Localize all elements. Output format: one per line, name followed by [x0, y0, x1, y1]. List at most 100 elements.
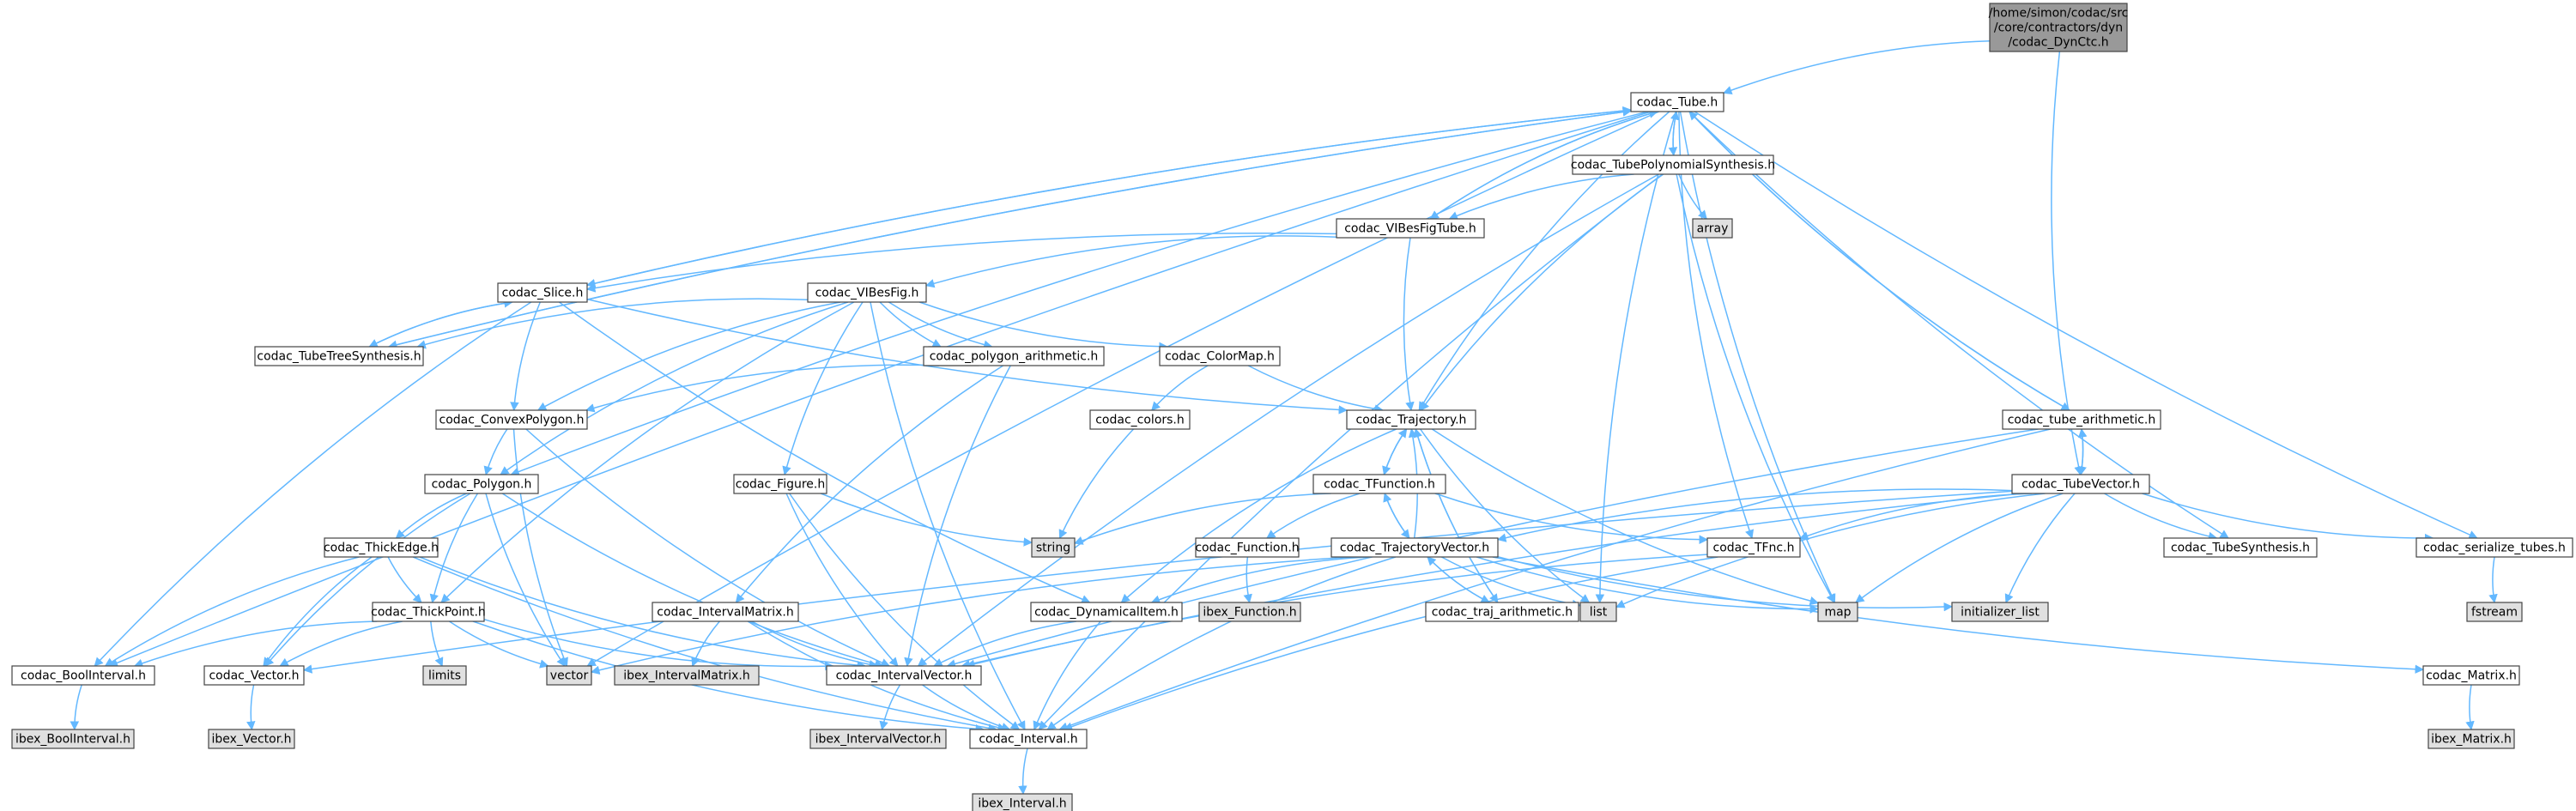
edge-polyarith-to-intervalvector: [904, 365, 1011, 668]
node-label-ibexfunction: ibex_Function.h: [1203, 606, 1296, 620]
node-thickpoint[interactable]: codac_ThickPoint.h: [371, 602, 486, 622]
node-boolinterval[interactable]: codac_BoolInterval.h: [11, 665, 155, 686]
node-box-array: [1692, 218, 1733, 239]
edge-tube-to-polygon: [510, 111, 1648, 476]
node-box-vectorh: [203, 665, 305, 686]
node-label-tfunction: codac_TFunction.h: [1324, 478, 1435, 492]
node-dynitem[interactable]: codac_DynamicalItem.h: [1030, 602, 1183, 622]
node-box-list: [1579, 602, 1617, 622]
edge-thickedge-to-vectorh: [263, 556, 373, 667]
node-traj[interactable]: codac_Trajectory.h: [1346, 409, 1476, 430]
node-slice[interactable]: codac_Slice.h: [497, 282, 588, 303]
edge-traj-to-list: [1420, 428, 1591, 603]
edge-vibesfig-to-vibes: [879, 301, 942, 348]
node-colors[interactable]: codac_colors.h: [1089, 409, 1191, 430]
node-tube[interactable]: codac_Tube.h: [1630, 92, 1724, 112]
node-polygon[interactable]: codac_Polygon.h: [424, 474, 539, 494]
node-label-thickedge: codac_ThickEdge.h: [324, 542, 439, 555]
node-box-ibexintervalmatrix: [614, 665, 760, 686]
node-label-intervalvector: codac_IntervalVector.h: [836, 669, 973, 683]
node-box-colors: [1089, 409, 1191, 430]
node-string: string: [1031, 537, 1076, 558]
node-figure[interactable]: codac_Figure.h: [733, 474, 827, 494]
node-serialize[interactable]: codac_serialize_tubes.h: [2415, 537, 2573, 558]
edge-slice-to-dynitem: [558, 301, 1091, 604]
node-label-tubepoly: codac_TubePolynomialSynthesis.h: [1571, 159, 1775, 172]
edge-tube-to-serialize: [1694, 111, 2478, 539]
edge-convex-to-vector: [512, 428, 568, 667]
node-vectorh[interactable]: codac_Vector.h: [203, 665, 305, 686]
edge-polygon-to-vectorh: [264, 493, 471, 667]
node-intervalmatrix[interactable]: codac_IntervalMatrix.h: [652, 602, 799, 622]
edge-thickpoint-to-boolinterval: [133, 620, 378, 668]
node-box-function: [1195, 537, 1300, 558]
node-ibexvector: ibex_Vector.h: [208, 729, 295, 749]
edge-intervalmatrix-to-ibexintervalmatrix: [691, 620, 720, 667]
edge-vibesfig-to-convex: [536, 301, 841, 411]
node-tubesynth[interactable]: codac_TubeSynthesis.h: [2163, 537, 2318, 558]
node-ibexmatrix: ibex_Matrix.h: [2428, 729, 2515, 749]
edge-thickedge-to-intervalvector: [419, 556, 867, 670]
node-tubetree[interactable]: codac_TubeTreeSynthesis.h: [254, 346, 424, 366]
node-tubevector[interactable]: codac_TubeVector.h: [2011, 474, 2150, 494]
node-trajvec[interactable]: codac_TrajectoryVector.h: [1330, 537, 1499, 558]
edge-serialize-to-fstream: [2488, 556, 2498, 604]
edge-trajvec-to-tfunction: [1383, 493, 1410, 539]
edge-vibesfig-to-interval: [870, 301, 1026, 730]
node-label-root: /home/simon/codac/src: [1989, 7, 2129, 21]
node-label-vibesfigtube: codac_VIBesFigTube.h: [1344, 222, 1476, 236]
node-box-tube: [1630, 92, 1724, 112]
node-interval[interactable]: codac_Interval.h: [969, 729, 1088, 749]
node-ibexintervalvector: ibex_IntervalVector.h: [809, 729, 947, 749]
edge-function-to-ibexfunction: [1243, 556, 1252, 604]
edge-tubevector-to-tubesynth: [2104, 493, 2218, 542]
edge-figure-to-interval: [789, 493, 1021, 730]
node-label-convex: codac_ConvexPolygon.h: [439, 414, 585, 427]
node-box-intervalmatrix: [652, 602, 799, 622]
node-label-tubetree: codac_TubeTreeSynthesis.h: [257, 350, 421, 364]
node-thickedge[interactable]: codac_ThickEdge.h: [324, 537, 439, 558]
edge-tubetree-to-slice: [368, 299, 513, 348]
node-label-string: string: [1036, 542, 1070, 555]
node-function[interactable]: codac_Function.h: [1195, 537, 1300, 558]
node-label-tubesynth: codac_TubeSynthesis.h: [2171, 542, 2310, 555]
node-tubepoly[interactable]: codac_TubePolynomialSynthesis.h: [1571, 154, 1775, 175]
node-tubearith[interactable]: codac_tube_arithmetic.h: [2002, 409, 2161, 430]
node-label-vibesfig: codac_VIBesFig.h: [815, 287, 919, 300]
node-box-tubesynth: [2163, 537, 2318, 558]
node-root[interactable]: /home/simon/codac/src/core/contractors/d…: [1989, 3, 2129, 52]
node-polyarith[interactable]: codac_polygon_arithmetic.h: [923, 346, 1105, 366]
node-array: array: [1692, 218, 1733, 239]
node-matrix[interactable]: codac_Matrix.h: [2422, 665, 2520, 686]
node-convex[interactable]: codac_ConvexPolygon.h: [435, 409, 588, 430]
node-tfnc[interactable]: codac_TFnc.h: [1706, 537, 1801, 558]
edge-trajarith-to-traj: [1413, 427, 1499, 603]
node-box-vector: [546, 665, 592, 686]
edge-colormap-to-traj: [1247, 365, 1384, 414]
node-trajarith[interactable]: codac_traj_arithmetic.h: [1425, 602, 1579, 622]
edge-thickpoint-to-limits: [430, 620, 444, 667]
edge-polygon-to-vector: [485, 493, 566, 667]
node-tfunction[interactable]: codac_TFunction.h: [1312, 474, 1446, 494]
node-vibesfig[interactable]: codac_VIBesFig.h: [807, 282, 927, 303]
edge-root-to-tube: [1723, 39, 1991, 95]
node-label-matrix: codac_Matrix.h: [2426, 669, 2517, 683]
node-box-thickedge: [324, 537, 439, 558]
node-label-tfnc: codac_TFnc.h: [1713, 542, 1795, 555]
node-box-trajarith: [1425, 602, 1579, 622]
edge-dynitem-to-intervalvector: [933, 620, 1077, 667]
node-box-ibexboolinterval: [11, 729, 135, 749]
edge-trajvec-to-list: [1441, 556, 1582, 609]
edge-tfunction-to-function: [1266, 493, 1361, 539]
node-box-slice: [497, 282, 588, 303]
edge-tubepoly-to-interval: [1038, 173, 1664, 730]
edge-slice-to-convex: [510, 301, 541, 412]
node-label-ibexboolinterval: ibex_BoolInterval.h: [15, 733, 130, 747]
edge-tube-to-boolinterval: [108, 111, 1652, 668]
edge-dynitem-to-interval: [1033, 620, 1101, 730]
node-vibesfigtube[interactable]: codac_VIBesFigTube.h: [1336, 218, 1485, 239]
node-colormap[interactable]: codac_ColorMap.h: [1159, 346, 1281, 366]
edge-convex-to-intervalvector: [525, 428, 891, 667]
edge-colormap-to-colors: [1151, 365, 1209, 411]
node-intervalvector[interactable]: codac_IntervalVector.h: [826, 665, 982, 686]
